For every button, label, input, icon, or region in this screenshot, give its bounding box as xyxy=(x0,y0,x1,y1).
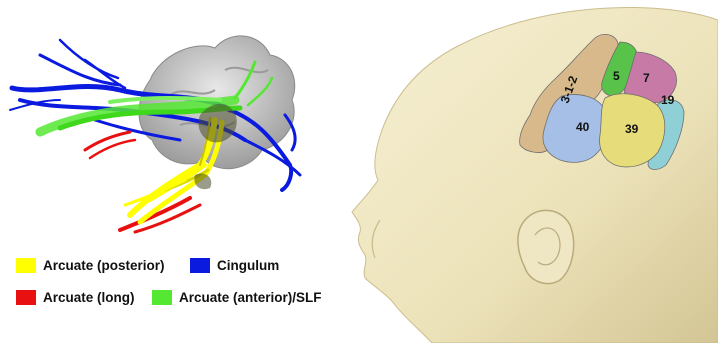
legend-swatch-blue xyxy=(190,258,210,273)
region-label-5: 5 xyxy=(613,69,620,83)
legend-swatch-red xyxy=(16,290,36,305)
region-label-19: 19 xyxy=(661,93,675,107)
legend-label: Cingulum xyxy=(217,258,279,273)
legend-label: Arcuate (posterior) xyxy=(43,258,165,273)
legend-label: Arcuate (long) xyxy=(43,290,135,305)
legend-item-arcuate-posterior: Arcuate (posterior) xyxy=(16,258,165,273)
legend-item-arcuate-long: Arcuate (long) xyxy=(16,290,135,305)
region-label-7: 7 xyxy=(643,71,650,85)
head-surface xyxy=(352,8,718,343)
legend-swatch-green xyxy=(152,290,172,305)
legend-swatch-yellow xyxy=(16,258,36,273)
head-render: 3-1-2 5 7 19 40 39 xyxy=(352,8,718,343)
region-label-40: 40 xyxy=(576,120,590,134)
legend-label: Arcuate (anterior)/SLF xyxy=(179,290,322,305)
tractography-image xyxy=(10,36,300,232)
legend-item-arcuate-anterior-slf: Arcuate (anterior)/SLF xyxy=(152,290,322,305)
legend-item-cingulum: Cingulum xyxy=(190,258,279,273)
region-label-39: 39 xyxy=(625,122,639,136)
